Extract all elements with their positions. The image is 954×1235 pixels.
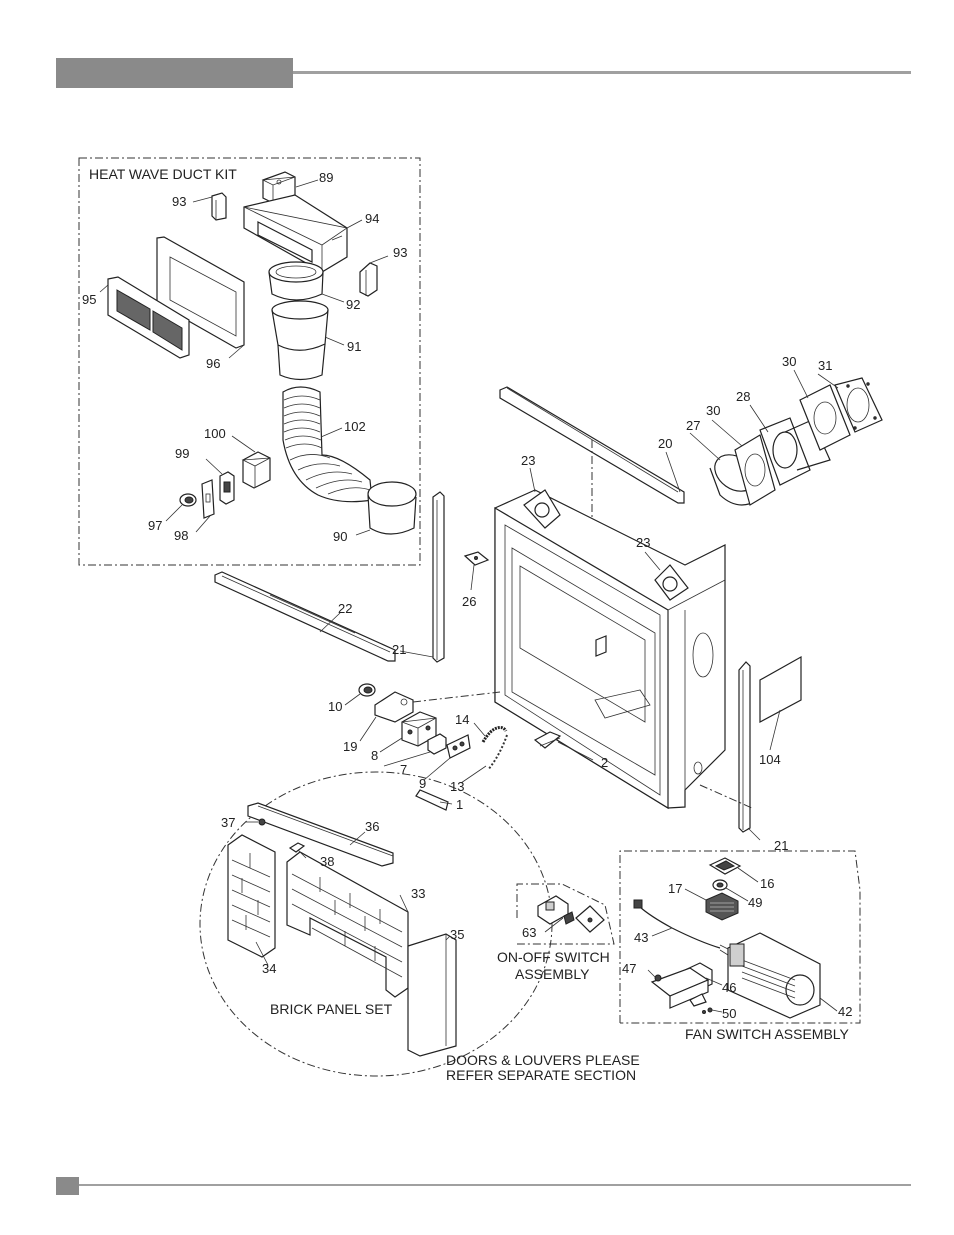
part-33-rear-brick-panel bbox=[287, 852, 408, 997]
footer-rule bbox=[79, 1184, 911, 1186]
part-9-cover-plate bbox=[447, 735, 470, 758]
part-38-clip bbox=[290, 843, 304, 852]
label-91: 91 bbox=[347, 339, 361, 354]
label-21-right: 21 bbox=[774, 838, 788, 853]
label-30-top: 30 bbox=[782, 354, 796, 369]
part-49-snap-disc bbox=[713, 880, 727, 890]
label-94: 94 bbox=[365, 211, 379, 226]
label-99: 99 bbox=[175, 446, 189, 461]
part-13-chain bbox=[488, 735, 507, 770]
part-37-clip bbox=[259, 819, 265, 825]
label-93-left: 93 bbox=[172, 194, 186, 209]
part-104-access-panel bbox=[760, 657, 801, 722]
label-2: 2 bbox=[601, 755, 608, 770]
label-16: 16 bbox=[760, 876, 774, 891]
label-26: 26 bbox=[462, 594, 476, 609]
label-8: 8 bbox=[371, 748, 378, 763]
label-90: 90 bbox=[333, 529, 347, 544]
part-91-transition bbox=[272, 301, 328, 380]
label-23-right: 23 bbox=[636, 535, 650, 550]
label-35: 35 bbox=[450, 927, 464, 942]
label-13: 13 bbox=[450, 779, 464, 794]
caption-doors-2: REFER SEPARATE SECTION bbox=[446, 1067, 636, 1083]
label-33: 33 bbox=[411, 886, 425, 901]
part-42-blower bbox=[728, 933, 820, 1018]
caption-heat-wave: HEAT WAVE DUCT KIT bbox=[89, 166, 237, 182]
part-93-bracket-right bbox=[360, 263, 377, 296]
part-97-knob bbox=[180, 494, 196, 506]
label-93-right: 93 bbox=[393, 245, 407, 260]
part-26-clip bbox=[465, 552, 488, 565]
part-93-bracket-left bbox=[212, 193, 226, 220]
label-36: 36 bbox=[365, 819, 379, 834]
label-46: 46 bbox=[722, 980, 736, 995]
caption-fan-switch: FAN SWITCH ASSEMBLY bbox=[685, 1026, 850, 1042]
label-97: 97 bbox=[148, 518, 162, 533]
label-1: 1 bbox=[456, 797, 463, 812]
label-47: 47 bbox=[622, 961, 636, 976]
label-95: 95 bbox=[82, 292, 96, 307]
label-20: 20 bbox=[658, 436, 672, 451]
fan-switch-frame bbox=[620, 851, 860, 1023]
label-17: 17 bbox=[668, 881, 682, 896]
label-28: 28 bbox=[736, 389, 750, 404]
label-102: 102 bbox=[344, 419, 366, 434]
label-92: 92 bbox=[346, 297, 360, 312]
caption-brick-panel: BRICK PANEL SET bbox=[270, 1001, 393, 1017]
label-30-mid: 30 bbox=[706, 403, 720, 418]
part-63-switch bbox=[538, 896, 604, 932]
label-98: 98 bbox=[174, 528, 188, 543]
part-92-oval-collar bbox=[269, 262, 323, 300]
part-34-side-brick-panel bbox=[228, 835, 275, 957]
label-22: 22 bbox=[338, 601, 352, 616]
part-16-bracket bbox=[710, 858, 740, 874]
part-102-flex-duct bbox=[283, 387, 372, 502]
part-14-spring bbox=[483, 727, 506, 742]
label-42: 42 bbox=[838, 1004, 852, 1019]
label-10: 10 bbox=[328, 699, 342, 714]
label-100: 100 bbox=[204, 426, 226, 441]
label-43: 43 bbox=[634, 930, 648, 945]
label-34: 34 bbox=[262, 961, 276, 976]
label-49: 49 bbox=[748, 895, 762, 910]
label-21-left: 21 bbox=[392, 642, 406, 657]
part-17-fan-speed-control bbox=[706, 893, 738, 920]
label-27: 27 bbox=[686, 418, 700, 433]
label-96: 96 bbox=[206, 356, 220, 371]
part-98-wall-plate bbox=[202, 480, 214, 518]
label-14: 14 bbox=[455, 712, 469, 727]
label-19: 19 bbox=[343, 739, 357, 754]
part-100-switch-box bbox=[243, 452, 270, 488]
part-90-duct-cap bbox=[368, 482, 416, 534]
part-99-switch bbox=[220, 472, 234, 504]
label-9: 9 bbox=[419, 776, 426, 791]
alignment-line-lower bbox=[413, 692, 500, 702]
caption-onoff-1: ON-OFF SWITCH bbox=[497, 949, 610, 965]
label-50: 50 bbox=[722, 1006, 736, 1021]
label-23-left: 23 bbox=[521, 453, 535, 468]
label-38: 38 bbox=[320, 854, 334, 869]
label-37: 37 bbox=[221, 815, 235, 830]
part-1-tool bbox=[416, 790, 448, 810]
caption-onoff-2: ASSEMBLY bbox=[515, 966, 590, 982]
footer-page-block bbox=[56, 1177, 79, 1195]
part-21-side-strip-left bbox=[433, 492, 444, 662]
part-94-duct-housing bbox=[244, 195, 347, 272]
firebox-body bbox=[495, 490, 725, 808]
label-31: 31 bbox=[818, 358, 832, 373]
label-104: 104 bbox=[759, 752, 781, 767]
part-10-bushing bbox=[359, 684, 375, 696]
label-89: 89 bbox=[319, 170, 333, 185]
label-63: 63 bbox=[522, 925, 536, 940]
label-7: 7 bbox=[400, 762, 407, 777]
part-22-rail bbox=[215, 572, 395, 661]
caption-doors-1: DOORS & LOUVERS PLEASE bbox=[446, 1052, 640, 1068]
part-19-bracket bbox=[375, 692, 413, 722]
part-35-end-panel bbox=[408, 934, 456, 1056]
